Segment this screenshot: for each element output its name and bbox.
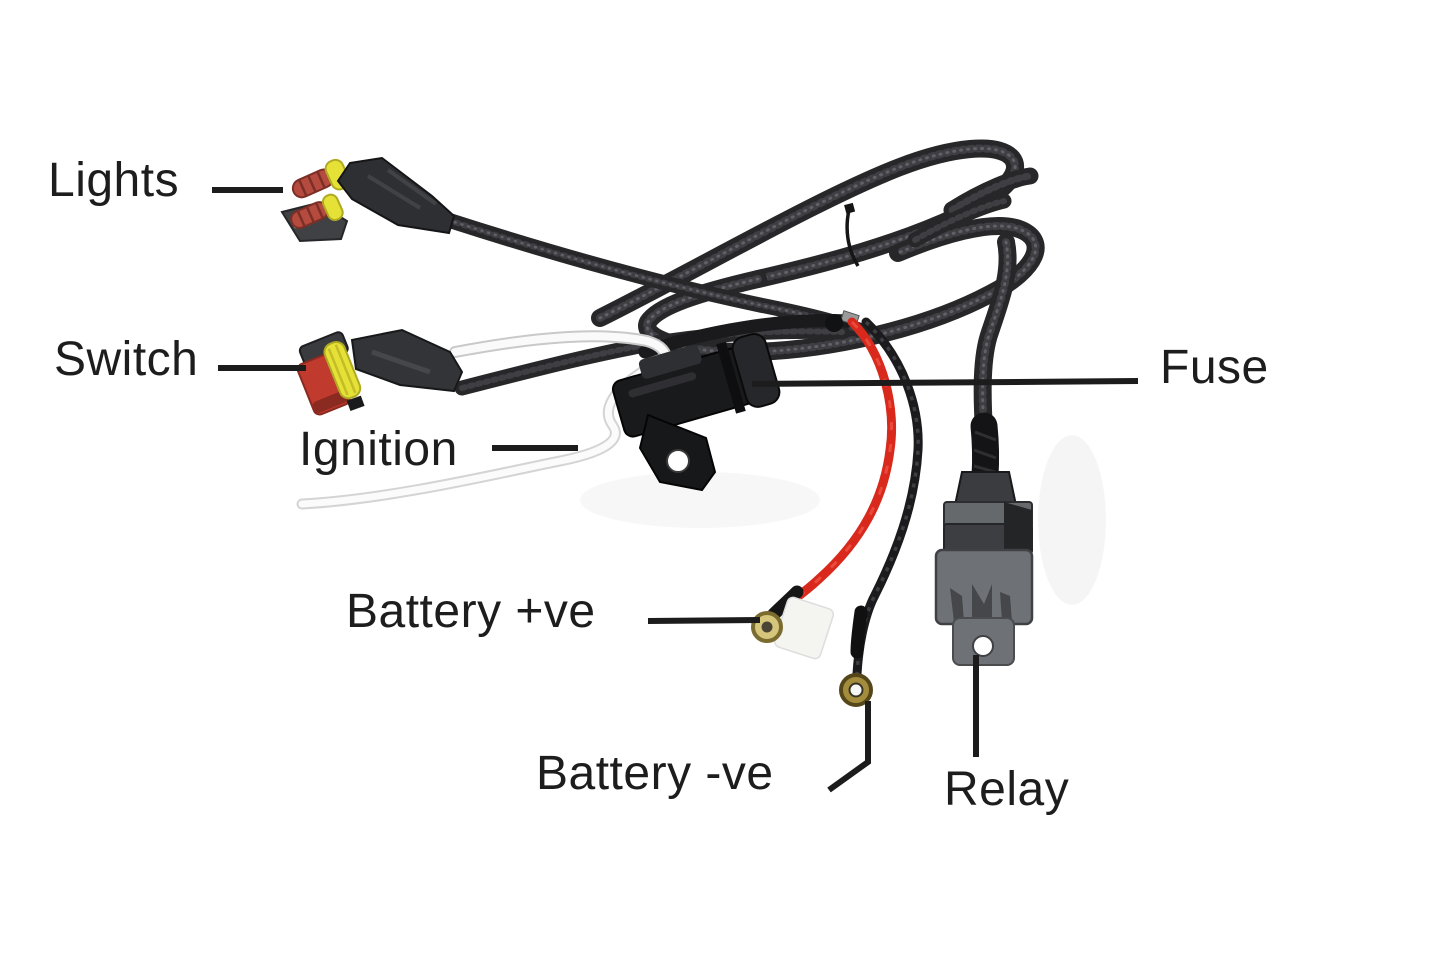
housing-detail (371, 349, 431, 375)
plug-pin (346, 395, 365, 412)
leader-line-fuse (751, 378, 1139, 387)
label-ignition: Ignition (299, 423, 458, 476)
leader-lines (212, 187, 1139, 793)
leader-line-battery-positive (647, 617, 761, 624)
housing-detail (366, 168, 438, 210)
relay-slot (972, 584, 992, 622)
switch-plug-group (296, 331, 362, 416)
lights-connector (280, 156, 456, 243)
shadow-smudge (1038, 435, 1106, 605)
label-lights: Lights (48, 154, 180, 207)
battery-negative-wire (839, 322, 918, 707)
fuse-holder-highlight (628, 372, 697, 398)
label-battery-negative: Battery -ve (536, 747, 774, 800)
plug-body-shadow (312, 390, 350, 413)
connector-housing (350, 328, 464, 393)
relay-assembly (934, 412, 1034, 666)
fuse-holder-body-group (611, 332, 781, 438)
splice-tape (825, 314, 843, 332)
relay-mount-hole (972, 635, 994, 657)
red-wire (778, 322, 892, 611)
bracket-hole (666, 449, 690, 473)
seal-ridges (327, 344, 357, 396)
zip-tie-head (844, 202, 856, 214)
relay-slot (1000, 592, 1012, 622)
seal-yellow-lower (321, 193, 344, 222)
label-fuse: Fuse (1160, 341, 1269, 394)
heat-shrink (767, 585, 804, 621)
heat-shrink (850, 605, 868, 659)
ring-terminal-negative-hole (848, 682, 864, 698)
braided-cable-bundle (448, 148, 1036, 432)
terminal-stripes (296, 202, 325, 227)
ring-terminal-positive-hole (761, 621, 773, 633)
fuse-holder-band (716, 341, 746, 414)
battery-positive-wire (751, 322, 892, 660)
label-battery-positive: Battery +ve (346, 585, 596, 638)
white-wire (451, 332, 670, 365)
lights-plug-group (290, 158, 351, 229)
photo-shadows (1038, 435, 1106, 605)
relay-connector-corner (1004, 502, 1032, 554)
fuse-holder (611, 310, 860, 492)
fuse-holder-cap (731, 332, 781, 408)
label-switch: Switch (54, 333, 199, 386)
relay-slot (950, 588, 964, 622)
ignition-wire-white (298, 364, 652, 508)
label-relay: Relay (944, 763, 1070, 816)
terminal-stripes (297, 171, 326, 197)
fuse-holder-latch (638, 344, 702, 379)
leader-line-battery-negative (827, 701, 871, 793)
zip-tie (845, 209, 860, 267)
switch-connector (296, 328, 464, 416)
white-wires (296, 330, 672, 510)
